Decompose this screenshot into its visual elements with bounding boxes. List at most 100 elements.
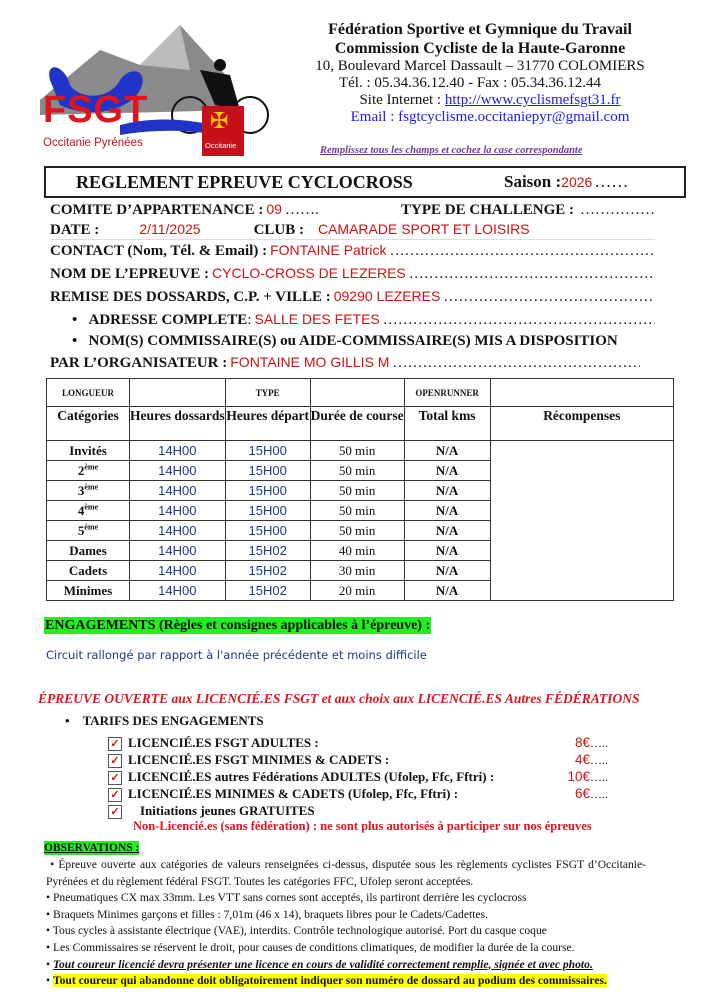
header-duree: Durée de course [309, 406, 405, 441]
challenge-field[interactable]: …………… [580, 202, 655, 218]
tarif-price[interactable]: 4€ [574, 752, 590, 767]
duree-cell: 40 min [309, 540, 405, 561]
tarif-item: ✓ LICENCIÉ.ES MINIMES & CADETS (Ufolep, F… [108, 786, 608, 802]
checkbox[interactable]: ✓ [108, 771, 122, 785]
header-categories: Catégories [46, 406, 130, 441]
comite-label: COMITE D’APPARTENANCE : [50, 202, 264, 218]
date-label: DATE : [50, 222, 100, 238]
tarif-price-field[interactable]: 4€….. [574, 752, 608, 767]
dossards-cell[interactable]: 14H00 [129, 560, 226, 581]
depart-cell[interactable]: 15H00 [224, 500, 311, 521]
category-cell: 3ème [46, 480, 130, 501]
organisateur-field[interactable]: PAR L’ORGANISATEUR : FONTAINE MO GILLIS … [50, 354, 640, 371]
contact-label: CONTACT (Nom, Tél. & Email) : [50, 243, 268, 259]
comite-challenge-row: COMITE D’APPARTENANCE : 09 ……. TYPE DE C… [50, 201, 655, 218]
table-row: 3ème 14H00 15H00 50 min N/A [46, 480, 674, 501]
fill-instruction: Remplissez tous les champs et cochez la … [320, 145, 583, 156]
season-value[interactable]: 2026 [561, 174, 593, 190]
observation-item: • Tout coureur qui abandonne doit obliga… [46, 974, 607, 988]
checkbox[interactable]: ✓ [108, 788, 122, 802]
dossards-cell[interactable]: 14H00 [129, 580, 226, 601]
col-empty [489, 378, 675, 407]
duree-cell: 20 min [309, 580, 405, 601]
dossards-cell[interactable]: 14H00 [129, 540, 226, 561]
kms-cell: N/A [403, 580, 491, 601]
table-row: Cadets 14H00 15H02 30 min N/A [46, 560, 674, 581]
club-label: CLUB : [253, 222, 304, 238]
organisateur-label: PAR L’ORGANISATEUR : [50, 355, 228, 371]
contact-field[interactable]: CONTACT (Nom, Tél. & Email) : FONTAINE P… [50, 242, 655, 259]
checkbox[interactable]: ✓ [108, 754, 122, 768]
table-row: 4ème 14H00 15H00 50 min N/A [46, 500, 674, 521]
commissaires-label: • NOM(S) COMMISSAIRE(S) ou AIDE-COMMISSA… [72, 333, 618, 349]
challenge-label: TYPE DE CHALLENGE : [401, 202, 574, 218]
website: Site Internet : http://www.cyclismefsgt3… [359, 92, 621, 108]
depart-cell[interactable]: 15H00 [224, 440, 311, 461]
tarif-price-field[interactable]: 8€….. [574, 735, 608, 750]
dossards-cell[interactable]: 14H00 [129, 520, 226, 541]
tarif-item: ✓ LICENCIÉ.ES autres Fédérations ADULTES … [108, 769, 608, 785]
table-row: 2ème 14H00 15H00 50 min N/A [46, 460, 674, 481]
logo-graphic-icon [40, 25, 269, 138]
organisateur-value[interactable]: FONTAINE MO GILLIS M [230, 354, 390, 370]
recompenses-cell[interactable] [489, 440, 675, 601]
category-cell: 5ème [46, 520, 130, 541]
engagements-note[interactable]: Circuit rallongé par rapport à l'année p… [46, 648, 427, 662]
col-empty [129, 378, 226, 407]
adresse-field[interactable]: • ADRESSE COMPLETE : SALLE DES FETES ………… [72, 311, 655, 328]
occitanie-badge: ✠ Occitanie [202, 106, 244, 156]
duree-cell: 50 min [309, 460, 405, 481]
epreuve-value[interactable]: CYCLO-CROSS DE LEZERES [212, 265, 406, 281]
commission-name: Commission Cycliste de la Haute-Garonne [334, 40, 626, 57]
adresse-value[interactable]: SALLE DES FETES [254, 311, 380, 327]
comite-value[interactable]: 09 [266, 201, 282, 217]
divider [50, 239, 655, 240]
occitan-cross-icon: ✠ [210, 108, 229, 133]
depart-cell[interactable]: 15H00 [224, 520, 311, 541]
ouverture-notice: ÉPREUVE OUVERTE aux LICENCIÉ.ES FSGT et … [38, 691, 640, 706]
tarif-price-field[interactable]: 10€….. [567, 769, 608, 784]
checkbox[interactable]: ✓ [108, 805, 122, 819]
epreuve-field[interactable]: NOM DE L’EPREUVE : CYCLO-CROSS DE LEZERE… [50, 265, 655, 282]
club-value[interactable]: CAMARADE SPORT ET LOISIRS [317, 221, 530, 237]
address: 10, Boulevard Marcel Dassault – 31770 CO… [315, 58, 645, 74]
checkbox[interactable]: ✓ [108, 737, 122, 751]
page-title: REGLEMENT EPREUVE CYCLOCROSS [76, 172, 413, 192]
kms-cell: N/A [403, 560, 491, 581]
table-row: Minimes 14H00 15H02 20 min N/A [46, 580, 674, 601]
table-header-row: Catégories Heures dossards Heures départ… [46, 406, 675, 441]
website-link[interactable]: http://www.cyclismefsgt31.fr [444, 92, 621, 108]
depart-cell[interactable]: 15H02 [224, 580, 311, 601]
depart-cell[interactable]: 15H02 [224, 540, 311, 561]
col-openrunner: OPENRUNNER [403, 378, 491, 407]
tarif-price-field[interactable]: 6€….. [574, 786, 608, 801]
observation-item: • Tous cycles à assistante électrique (V… [46, 924, 547, 938]
season-field[interactable]: Saison : 2026…… [504, 172, 629, 191]
depart-cell[interactable]: 15H00 [224, 460, 311, 481]
remise-field[interactable]: REMISE DES DOSSARDS, C.P. + VILLE : 0929… [50, 288, 655, 305]
logo-region: Occitanie Pyrénées [43, 137, 143, 149]
tarif-label: LICENCIÉ.ES autres Fédérations ADULTES (… [128, 769, 495, 784]
dossards-cell[interactable]: 14H00 [129, 480, 226, 501]
remise-value[interactable]: 09290 LEZERES [333, 288, 441, 304]
tarif-label: LICENCIÉ.ES MINIMES & CADETS (Ufolep, Ff… [128, 786, 459, 801]
category-cell: Dames [46, 540, 130, 561]
tarif-price[interactable]: 6€ [574, 786, 590, 801]
epreuve-label: NOM DE L’EPREUVE : [50, 266, 210, 282]
dossards-cell[interactable]: 14H00 [129, 500, 226, 521]
tarifs-title: • TARIFS DES ENGAGEMENTS [65, 713, 264, 728]
contact-value[interactable]: FONTAINE Patrick [270, 242, 387, 258]
tarif-price[interactable]: 8€ [574, 735, 590, 750]
depart-cell[interactable]: 15H00 [224, 480, 311, 501]
tarif-price[interactable]: 10€ [567, 769, 590, 784]
dossards-cell[interactable]: 14H00 [129, 460, 226, 481]
depart-cell[interactable]: 15H02 [224, 560, 311, 581]
kms-cell: N/A [403, 520, 491, 541]
fsgt-logo: FSGT Occitanie Pyrénées ✠ Occitanie [40, 20, 280, 156]
date-value[interactable]: 2/11/2025 [139, 221, 201, 237]
kms-cell: N/A [403, 460, 491, 481]
dossards-cell[interactable]: 14H00 [129, 440, 226, 461]
email[interactable]: Email : fsgtcyclisme.occitaniepyr@gmail.… [350, 109, 630, 125]
duree-cell: 50 min [309, 520, 405, 541]
table-row: Dames 14H00 15H02 40 min N/A [46, 540, 674, 561]
